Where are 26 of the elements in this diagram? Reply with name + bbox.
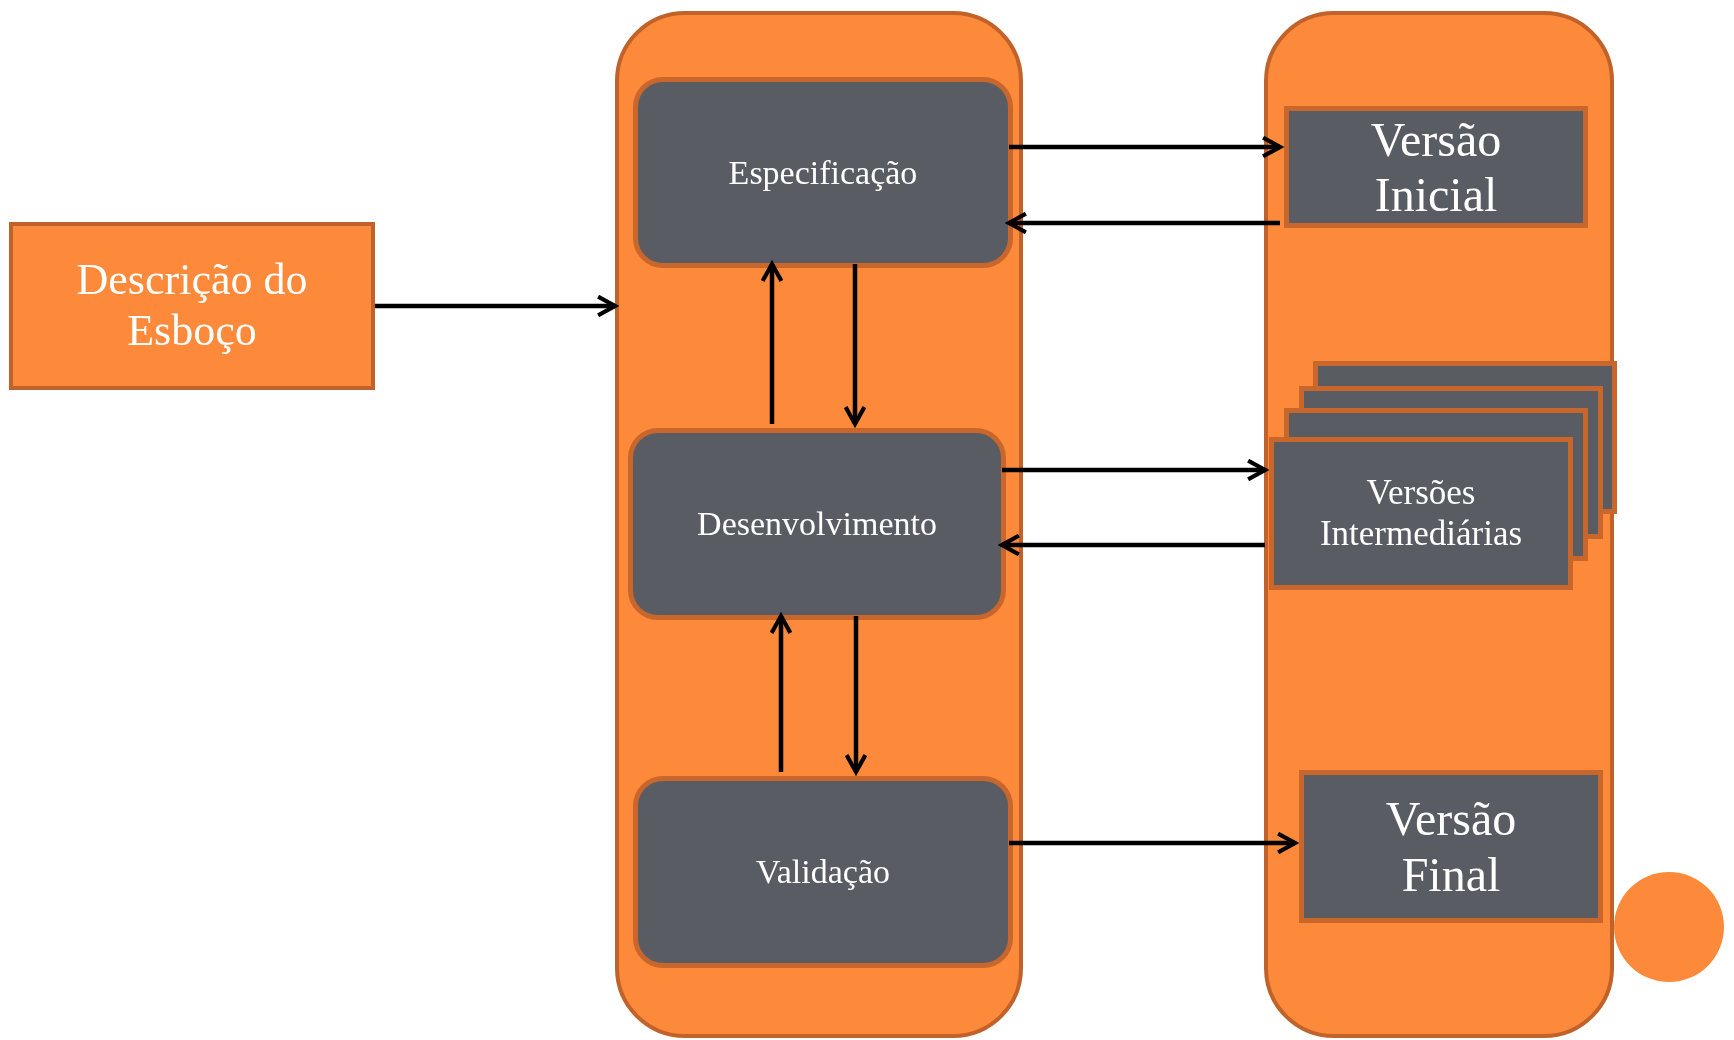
process-box: [633, 776, 1013, 968]
arrow: [1006, 211, 1280, 235]
version-box: [1284, 106, 1588, 228]
panel-background: [615, 11, 1023, 1038]
box-label: Versão Inicial: [1369, 111, 1503, 223]
arrow: [1009, 135, 1283, 159]
arrow: [760, 261, 784, 424]
arrow: [844, 616, 868, 775]
process-box: [628, 428, 1006, 620]
box-label: Validação: [755, 852, 890, 892]
document-stack: [1269, 361, 1618, 590]
arrow: [1009, 831, 1298, 855]
box-label: Especificação: [728, 152, 918, 193]
version-box: [1299, 770, 1603, 923]
box-label: Versão Final: [1384, 791, 1518, 902]
box-label: Descrição do Esboço: [75, 255, 309, 357]
arrow: [375, 294, 618, 318]
arrow: [999, 533, 1265, 557]
process-box: [633, 77, 1013, 268]
process-box: [9, 222, 375, 390]
arrow: [1002, 458, 1268, 482]
arrow: [769, 613, 793, 772]
box-label: Versões Intermediárias: [1318, 473, 1524, 554]
arrow: [843, 264, 867, 427]
panel-background: [1264, 11, 1614, 1038]
box-label: Desenvolvimento: [697, 504, 937, 544]
